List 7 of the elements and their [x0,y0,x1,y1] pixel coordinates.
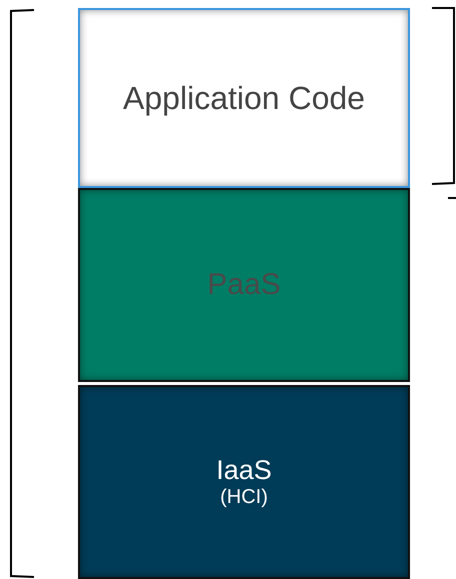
stack-layer [78,8,410,188]
layer-name: PaaS [207,268,281,302]
layer-name: Application Code [123,80,365,116]
layer-note: (HCI) [220,486,268,510]
stack-layer [78,385,410,579]
layer-name: IaaS [216,454,272,486]
stack-layer [78,188,410,382]
